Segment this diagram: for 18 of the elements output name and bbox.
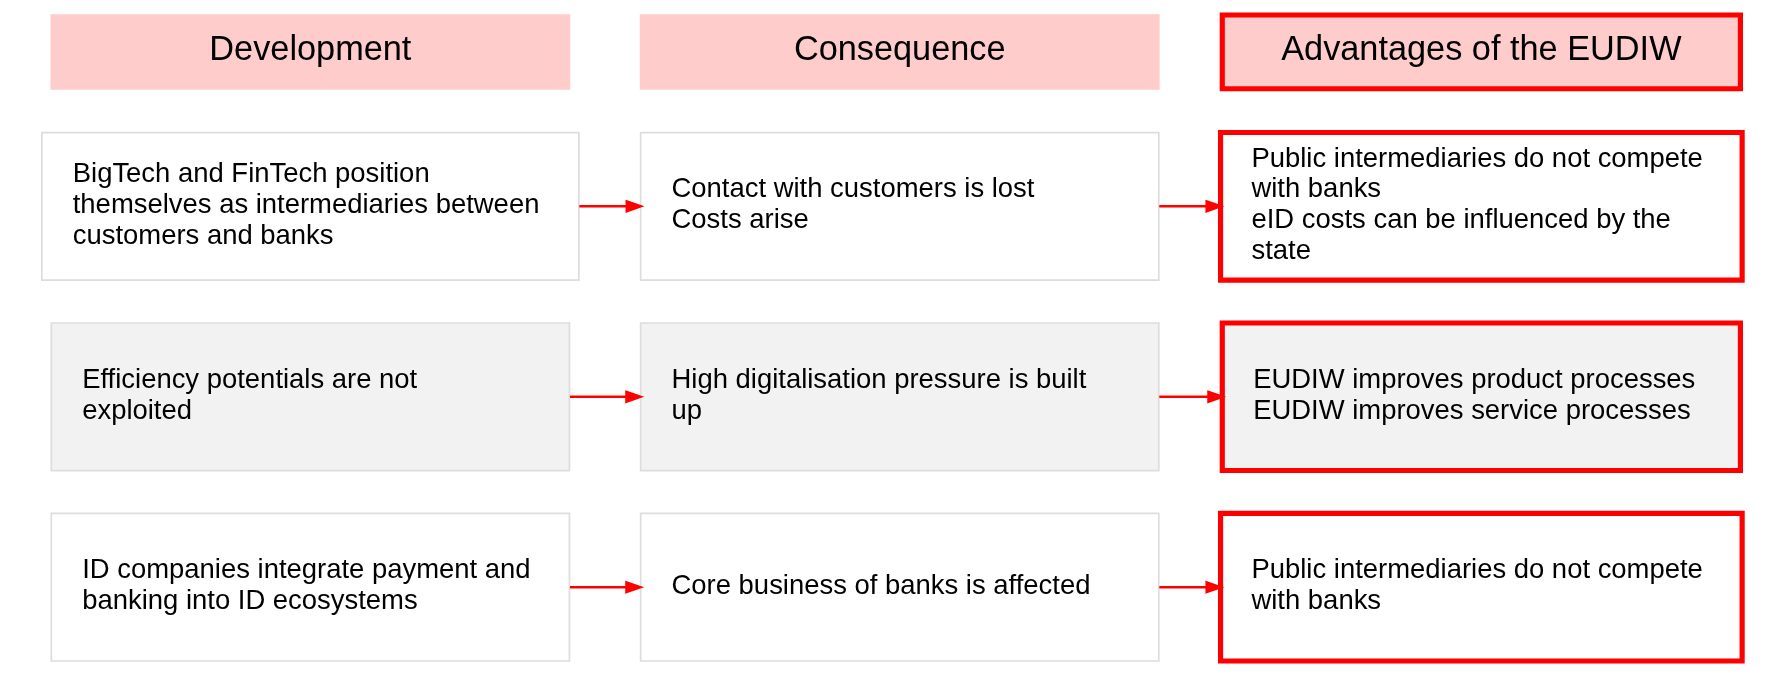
- node-box: Advantages of the EUDIW: [1219, 12, 1743, 92]
- node-box: Development: [49, 14, 570, 90]
- arrow: [569, 390, 644, 404]
- node-box: BigTech and FinTech position themselves as intermediaries between customers and banks: [40, 131, 580, 281]
- node-box: Public intermediaries do not compete with banks eID costs can be influenced by the state: [1217, 129, 1745, 283]
- node-box: ID companies integrate payment and banking into ID ecosystems: [49, 512, 570, 662]
- node-box: Public intermediaries do not compete with banks: [1217, 510, 1745, 664]
- node-box: High digitalisation pressure is built up: [639, 322, 1160, 472]
- node-box: Contact with customers is lost Costs arise: [639, 131, 1160, 281]
- arrow: [569, 580, 644, 594]
- node-box: Efficiency potentials are not exploited: [49, 322, 570, 472]
- arrow: [1158, 390, 1226, 404]
- arrow: [1158, 199, 1224, 213]
- node-box: EUDIW improves product processes EUDIW improves service processes: [1219, 320, 1743, 474]
- arrow: [1158, 580, 1224, 594]
- node-box: Consequence: [639, 14, 1160, 90]
- arrow: [578, 199, 644, 213]
- node-box: Core business of banks is affected: [639, 512, 1160, 662]
